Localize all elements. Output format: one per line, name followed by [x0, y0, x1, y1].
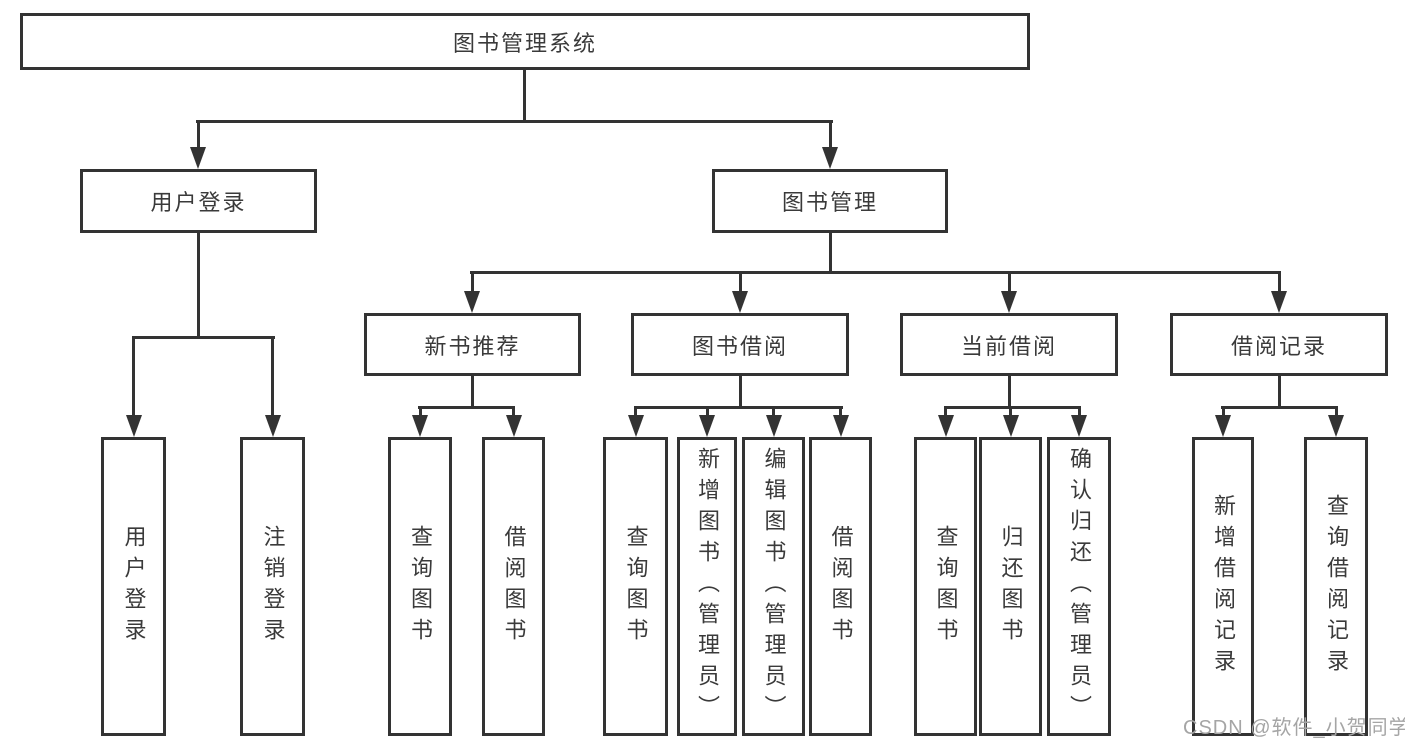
- leaf-add-books-admin: 新增图书（管理员）: [677, 437, 737, 736]
- arrow-down-icon: [766, 415, 782, 437]
- arrow-down-icon: [464, 291, 480, 313]
- connector-line: [471, 376, 474, 409]
- node-new-book-recommendation: 新书推荐: [364, 313, 581, 376]
- connector-line: [772, 406, 775, 418]
- connector-line: [418, 406, 515, 409]
- leaf-user-login: 用户登录: [101, 437, 166, 736]
- connector-line: [1078, 406, 1081, 418]
- connector-line: [829, 233, 832, 274]
- node-book-management-branch: 图书管理: [712, 169, 948, 233]
- leaf-logout-login: 注销登录: [240, 437, 305, 736]
- arrow-down-icon: [732, 291, 748, 313]
- connector-line: [1278, 376, 1281, 409]
- leaf-confirm-return-admin: 确认归还（管理员）: [1047, 437, 1111, 736]
- connector-line: [197, 233, 200, 339]
- connector-line: [739, 271, 742, 295]
- connector-line: [1222, 406, 1225, 418]
- node-borrowing-records: 借阅记录: [1170, 313, 1388, 376]
- arrow-down-icon: [126, 415, 142, 437]
- connector-line: [471, 271, 474, 295]
- arrow-down-icon: [1071, 415, 1087, 437]
- connector-line: [271, 336, 274, 418]
- connector-line: [739, 376, 742, 409]
- leaf-query-books-borrow: 查询图书: [603, 437, 668, 736]
- arrow-down-icon: [1003, 415, 1019, 437]
- arrow-down-icon: [1271, 291, 1287, 313]
- connector-line: [1221, 406, 1338, 409]
- arrow-down-icon: [190, 147, 206, 169]
- connector-line: [1278, 271, 1281, 295]
- arrow-down-icon: [506, 415, 522, 437]
- leaf-borrow-books: 借阅图书: [809, 437, 872, 736]
- node-book-borrowing: 图书借阅: [631, 313, 849, 376]
- leaf-edit-books-admin: 编辑图书（管理员）: [742, 437, 805, 736]
- arrow-down-icon: [833, 415, 849, 437]
- arrow-down-icon: [265, 415, 281, 437]
- leaf-query-books-recommend: 查询图书: [388, 437, 452, 736]
- connector-line: [839, 406, 842, 418]
- connector-line: [419, 406, 422, 418]
- connector-line: [944, 406, 947, 418]
- arrow-down-icon: [822, 147, 838, 169]
- leaf-query-books-current: 查询图书: [914, 437, 977, 736]
- connector-line: [1008, 376, 1011, 409]
- node-user-login-branch: 用户登录: [80, 169, 317, 233]
- connector-line: [132, 336, 135, 418]
- connector-line: [1009, 406, 1012, 418]
- arrow-down-icon: [938, 415, 954, 437]
- connector-line: [196, 120, 833, 123]
- connector-line: [634, 406, 843, 409]
- watermark: CSDN @软件_小贺同学: [1183, 717, 1405, 739]
- leaf-query-borrow-record: 查询借阅记录: [1304, 437, 1368, 736]
- connector-line: [634, 406, 637, 418]
- connector-line: [512, 406, 515, 418]
- connector-line: [1008, 271, 1011, 295]
- arrow-down-icon: [699, 415, 715, 437]
- leaf-return-books: 归还图书: [979, 437, 1042, 736]
- connector-line: [197, 120, 200, 150]
- connector-line: [706, 406, 709, 418]
- connector-line: [1335, 406, 1338, 418]
- arrow-down-icon: [1001, 291, 1017, 313]
- connector-line: [944, 406, 1081, 409]
- node-library-management-system: 图书管理系统: [20, 13, 1030, 70]
- arrow-down-icon: [1215, 415, 1231, 437]
- connector-line: [470, 271, 1281, 274]
- arrow-down-icon: [628, 415, 644, 437]
- leaf-borrow-books-recommend: 借阅图书: [482, 437, 545, 736]
- arrow-down-icon: [1328, 415, 1344, 437]
- node-current-borrowing: 当前借阅: [900, 313, 1118, 376]
- connector-line: [829, 120, 832, 150]
- arrow-down-icon: [412, 415, 428, 437]
- connector-line: [132, 336, 275, 339]
- connector-line: [523, 70, 526, 123]
- leaf-add-borrow-record: 新增借阅记录: [1192, 437, 1254, 736]
